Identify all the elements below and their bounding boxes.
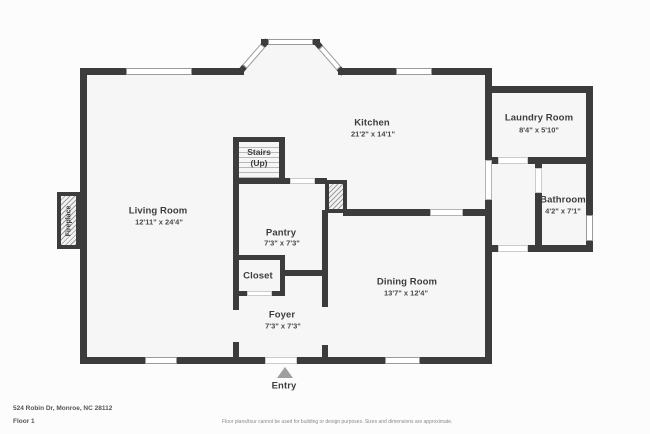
wall-bottom-d: [420, 357, 492, 364]
wall-bottom-c: [297, 357, 385, 364]
wall-laundry-bottom-a: [488, 157, 498, 164]
wall-living-divider: [233, 137, 239, 310]
wall-dining-left-stub: [322, 345, 328, 364]
wall-stairs-top: [233, 137, 285, 142]
laundry-door: [498, 157, 528, 164]
wall-laundry-right: [586, 86, 593, 215]
wall-kitchen-top-a: [338, 68, 396, 75]
room-label-living: Living Room: [128, 205, 188, 217]
wall-bathroom-bottom: [528, 245, 593, 252]
kitchen-top-window: [396, 68, 432, 75]
bay-window-top-glass: [268, 39, 313, 45]
room-label-stairs: Stairs: [247, 147, 271, 157]
room-dims-pantry: 7'3" x 7'3": [264, 238, 300, 248]
address-text: 524 Robin Dr, Monroe, NC 28112: [13, 405, 113, 412]
kitchen-hall-opening: [485, 160, 492, 200]
wall-stairs-bottom: [233, 178, 290, 184]
kitchen-dining-opening: [430, 209, 463, 216]
room-label-bathroom: Bathroom: [540, 194, 586, 206]
room-label-pantry: Pantry: [265, 227, 297, 239]
wall-right-upper: [485, 68, 492, 160]
wall-closet-bottom-a: [233, 291, 247, 296]
wall-pantry-foyer-divider: [283, 270, 328, 276]
wall-bottom-a: [80, 357, 145, 364]
wall-stairs-bottom-ext: [315, 178, 327, 184]
wall-hall-bottom-a: [488, 245, 498, 252]
room-label-dining: Dining Room: [376, 276, 438, 288]
living-bottom-window: [145, 357, 177, 364]
wall-laundry-top: [485, 86, 593, 93]
wall-kitchen-bottom-a: [343, 209, 430, 216]
wall-closet-bottom-b: [272, 291, 285, 296]
closet-door: [247, 291, 272, 296]
wall-living-divider-stub: [233, 342, 239, 364]
entry-arrow-icon: [277, 367, 293, 378]
kitchen-pantry-door: [290, 178, 315, 184]
room-dims-foyer: 7'3" x 7'3": [265, 321, 301, 331]
room-label-foyer: Foyer: [268, 309, 296, 321]
room-dims-dining: 13'7" x 12'4": [383, 288, 429, 298]
wall-top-left-b: [192, 68, 244, 75]
fireplace-hatch: [57, 192, 80, 249]
room-dims-laundry: 8'4" x 5'10": [519, 125, 559, 135]
room-label-closet: Closet: [243, 270, 273, 282]
wall-closet-right: [280, 255, 285, 296]
room-dims-living: 12'11" x 24'4": [135, 217, 183, 227]
wall-bathroom-left-a: [535, 157, 542, 168]
wall-laundry-bottom-b: [528, 157, 593, 164]
room-label-kitchen: Kitchen: [354, 117, 390, 129]
wall-left: [80, 68, 87, 364]
wall-bathroom-left-b: [535, 193, 542, 252]
bay-wall-cap: [261, 39, 268, 45]
stairs-treads: [239, 143, 279, 178]
wall-top-left-a: [80, 68, 126, 75]
room-dims-kitchen: 21'2" x 14'1": [350, 129, 396, 139]
bathroom-door: [535, 168, 542, 193]
wall-bottom-b: [177, 357, 265, 364]
room-dims-bathroom: 4'2" x 7'1": [545, 206, 581, 216]
dining-bottom-window: [385, 357, 420, 364]
hall-dining-door: [498, 245, 528, 252]
living-top-window: [126, 68, 192, 75]
stairs-direction-label: (Up): [250, 158, 268, 168]
room-label-laundry: Laundry Room: [504, 112, 574, 124]
chimney-hatch: [325, 180, 347, 213]
entry-label: Entry: [271, 380, 297, 392]
wall-kitchen-top-b: [432, 68, 492, 75]
wall-dining-left: [322, 210, 328, 307]
wall-right-lower: [485, 200, 492, 364]
bay-window-top-wall: [261, 39, 320, 45]
wall-stairs-right: [279, 137, 285, 183]
main-floor-fill: [80, 68, 492, 364]
floor-number-text: Floor 1: [13, 418, 35, 425]
bathroom-window: [586, 215, 593, 241]
fireplace-label: Fireplace: [65, 205, 73, 237]
disclaimer-text: Floor plans/tour cannot be used for buil…: [222, 419, 453, 425]
entry-door-opening: [265, 357, 297, 364]
wall-kitchen-bottom-b: [463, 209, 492, 216]
wall-closet-top: [233, 255, 285, 260]
